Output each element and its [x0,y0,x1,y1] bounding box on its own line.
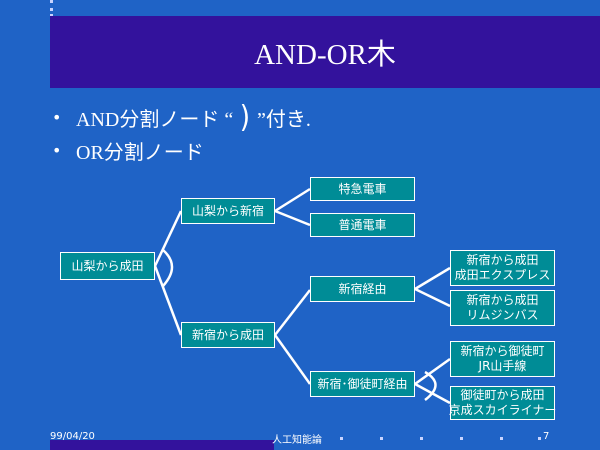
decor-dot [50,0,53,3]
node-label: 普通電車 [338,217,387,232]
bullet-or-node: • OR分割ノード [52,136,204,165]
node-label-line2: 成田エクスプレス [454,268,551,282]
edge-bottom-via-okachi [273,334,312,385]
node-label-line2: 京成スカイライナー [448,403,557,417]
bullet-dot-icon: • [52,141,62,160]
node-label: 新宿経由 [338,281,387,296]
decor-dot [50,8,53,11]
tree-node-narita-express: 新宿から成田 成田エクスプレス [450,250,555,286]
bullet-dot-icon: • [52,108,62,127]
tree-node-root: 山梨から成田 [60,252,155,280]
edge-via-limo [414,287,451,308]
node-label-line2: JR山手線 [478,359,527,373]
node-label-line1: 新宿から成田 [466,253,539,267]
bullet-text: AND分割ノード “ [76,109,234,131]
node-label-line1: 新宿から成田 [466,293,539,307]
edge-via-ne [414,266,451,291]
footer-page-number: 7 [543,431,550,442]
decor-dot [500,437,503,440]
node-label-line1: 新宿から御徒町 [460,344,545,358]
node-label: 新宿･御徒町経由 [317,376,408,391]
tree-node-express: 特急電車 [310,177,415,201]
and-arc-root [162,249,174,287]
edge-top-express [274,187,311,213]
tree-node-shinjuku-narita: 新宿から成田 [181,322,275,348]
edge-bottom-via-shinjuku [274,289,311,336]
footer-course: 人工知能論 [272,435,322,446]
edge-okachi-jr [414,357,451,386]
node-label-line2: リムジンバス [466,308,539,322]
decor-dot [538,437,541,440]
edge-top-local [274,209,311,227]
footer-bar [50,440,274,450]
decor-dot [340,437,343,440]
decor-dot [420,437,423,440]
footer-date: 99/04/20 [50,431,95,442]
and-arc-symbol: ) [239,99,251,135]
node-label: 山梨から新宿 [191,203,264,218]
tree-node-yamanashi-shinjuku: 山梨から新宿 [181,198,275,224]
node-label: 新宿から成田 [191,327,264,342]
decor-dot [460,437,463,440]
edge-root-bottom [153,265,183,336]
bullet-text-suffix: ”付き. [256,109,311,131]
tree-node-keisei-skyliner: 御徒町から成田 京成スカイライナー [448,386,557,420]
title-bar [50,16,600,88]
tree-node-via-shinjuku: 新宿経由 [310,276,415,302]
node-label: 山梨から成田 [71,258,144,273]
bullet-text: OR分割ノード [76,142,204,164]
slide-title: AND-OR木 [254,39,396,71]
tree-node-jr-yamanote: 新宿から御徒町 JR山手線 [450,341,555,377]
edge-root-top [153,210,183,267]
tree-node-limousine-bus: 新宿から成田 リムジンバス [450,290,555,326]
decor-dot [380,437,383,440]
tree-node-via-okachimachi: 新宿･御徒町経由 [310,371,415,397]
bullet-and-node: • AND分割ノード “ ) ”付き. [52,99,311,135]
node-label: 特急電車 [338,181,387,196]
decor-dot [50,14,53,17]
tree-node-local: 普通電車 [310,213,415,237]
and-arc-okachi [424,370,437,401]
node-label-line1: 御徒町から成田 [460,388,545,402]
